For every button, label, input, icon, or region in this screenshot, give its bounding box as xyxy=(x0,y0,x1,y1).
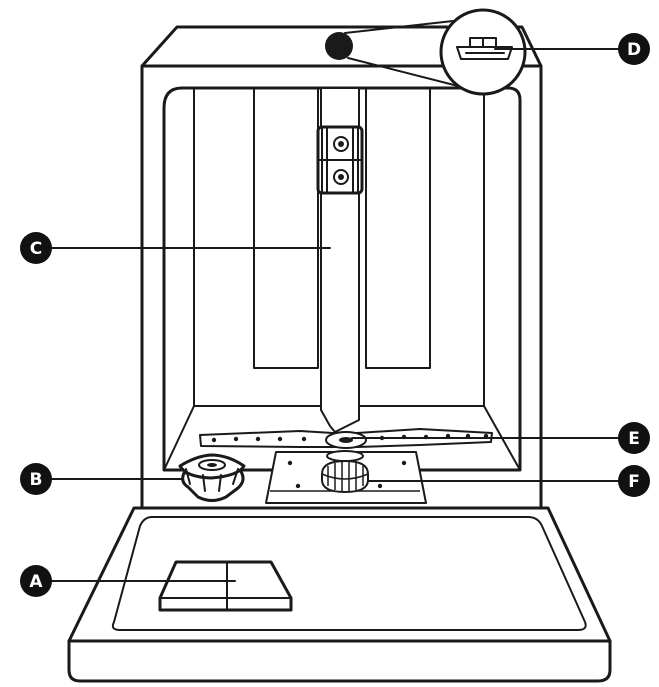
callout-b-label: B xyxy=(30,470,43,490)
callout-d-label: D xyxy=(627,40,641,60)
reservoir-cap xyxy=(178,453,246,502)
callout-f-label: F xyxy=(628,472,640,492)
detergent-dispenser xyxy=(158,560,293,612)
magnified-vent xyxy=(456,37,513,60)
callout-d: D xyxy=(618,33,650,65)
callout-c-label: C xyxy=(30,239,42,259)
sensor-location-dot xyxy=(325,32,353,60)
callout-a: A xyxy=(20,565,52,597)
door-panel xyxy=(67,506,612,683)
callout-f: F xyxy=(618,465,650,497)
bracket-flange-left xyxy=(321,126,328,194)
door-inner-panel xyxy=(111,516,587,631)
rear-slot-left xyxy=(253,87,319,369)
callout-e-label: E xyxy=(628,429,640,449)
callout-c: C xyxy=(20,232,52,264)
bracket-flange-right xyxy=(352,126,359,194)
rear-slot-right xyxy=(365,87,431,369)
callout-e: E xyxy=(618,422,650,454)
magnifier-lines xyxy=(344,19,463,87)
callout-a-label: A xyxy=(29,572,43,592)
callout-b: B xyxy=(20,463,52,495)
